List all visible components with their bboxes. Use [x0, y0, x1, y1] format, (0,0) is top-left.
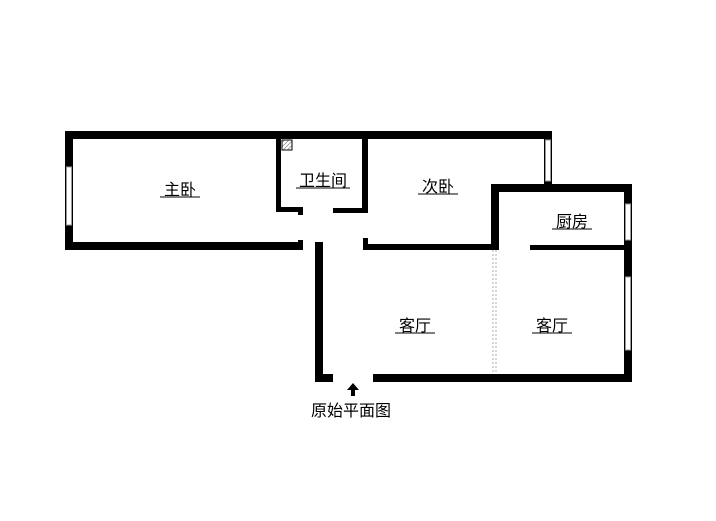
wall-bath-bottom-right [333, 208, 368, 213]
room-label-living-room-right: 客厅 [536, 316, 568, 335]
wall-top [65, 131, 552, 139]
window-master-left [66, 166, 72, 226]
wall-bottom [373, 374, 632, 382]
entry-arrow-icon [347, 383, 359, 396]
duct-shaft [281, 139, 293, 151]
windows [66, 139, 631, 351]
room-label-living-room-left: 客厅 [399, 316, 431, 335]
door-stub-bath [298, 207, 303, 215]
wall-bottom-left [315, 374, 333, 382]
door-stub-corridor [298, 240, 303, 246]
wall-bath-right [362, 131, 368, 213]
room-label-second-bedroom: 次卧 [422, 177, 454, 196]
door-stub-second [363, 238, 368, 246]
wall-kitchen-bottom [530, 245, 632, 250]
plan-caption: 原始平面图 [311, 401, 391, 420]
wall-kitchen-left [491, 184, 499, 247]
room-label-kitchen: 厨房 [556, 212, 588, 231]
window-second-right [545, 139, 551, 182]
partition [492, 250, 497, 374]
wall-second-bottom [363, 244, 499, 250]
wall-kitchen-top [491, 184, 632, 192]
window-kitchen-right [625, 203, 631, 241]
window-living-right [625, 276, 631, 351]
wall-corridor-left [315, 242, 323, 382]
wall-bath-left [276, 131, 281, 211]
wall-master-bottom [65, 242, 303, 250]
room-label-master-bedroom: 主卧 [164, 180, 196, 199]
room-label-bathroom: 卫生间 [299, 171, 347, 190]
wall-bath-bottom-left [276, 207, 303, 212]
